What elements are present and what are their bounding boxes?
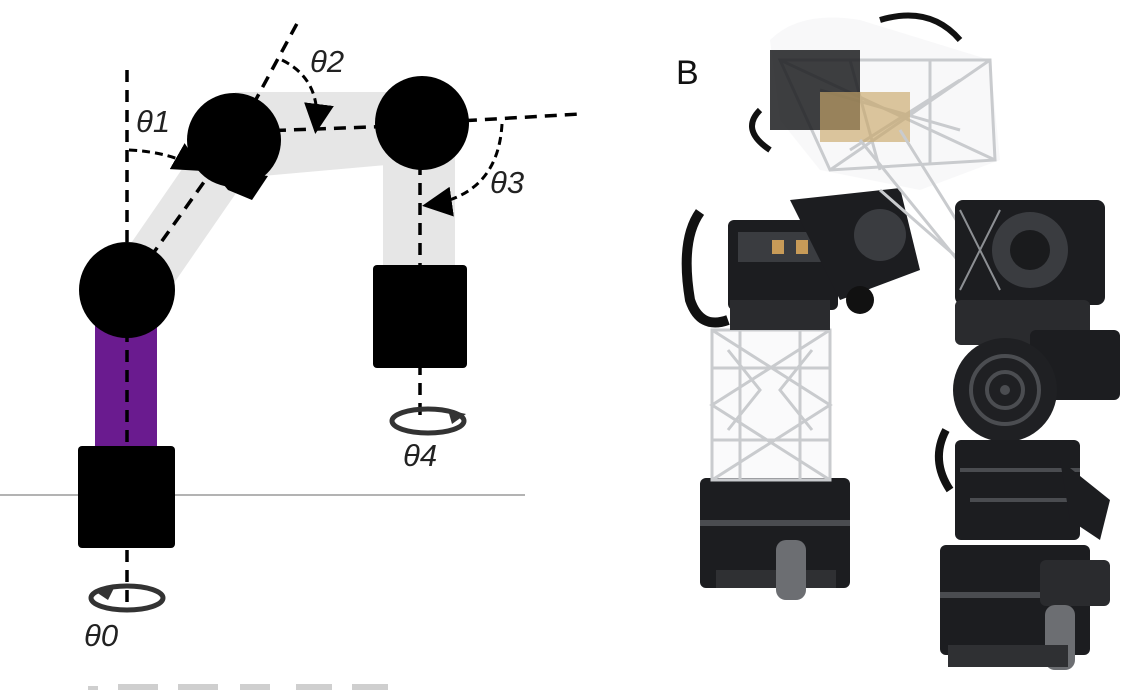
theta0-rotation-ring — [88, 583, 166, 613]
theta1-arc — [128, 143, 204, 171]
left-lattice-column — [709, 328, 833, 482]
end-effector-block — [373, 265, 467, 368]
joint-3-circle — [375, 76, 469, 170]
bottom-remnant-marks — [88, 684, 388, 690]
theta3-arc — [422, 123, 504, 217]
link-2 — [235, 92, 420, 178]
joint-2-lug — [210, 168, 268, 200]
theta4-label: θ4 — [403, 438, 437, 473]
link-1-axis — [125, 138, 236, 292]
left-base-module — [700, 478, 850, 588]
joint-2-extension-axis — [232, 17, 302, 141]
theta4-arrow-icon — [448, 410, 466, 424]
theta0-label: θ0 — [84, 618, 118, 653]
theta2-label: θ2 — [310, 44, 344, 79]
theta0-arrow-icon — [96, 588, 114, 600]
kinematic-diagram: θ0 θ1 θ2 θ3 θ4 — [0, 17, 581, 690]
right-lower-assembly — [955, 440, 1080, 540]
link-2-axis — [233, 123, 426, 134]
joint-3-extension-axis — [424, 112, 581, 125]
theta3-label: θ3 — [490, 165, 524, 200]
left-wheel — [776, 540, 806, 600]
theta1-label: θ1 — [136, 104, 170, 139]
top-truss — [749, 12, 1000, 190]
theta4-rotation-ring — [389, 406, 467, 436]
robot-photo — [681, 12, 1120, 670]
theta2-arc — [281, 58, 334, 134]
left-cable-bundle — [681, 209, 730, 328]
panel-label: B — [676, 54, 699, 92]
